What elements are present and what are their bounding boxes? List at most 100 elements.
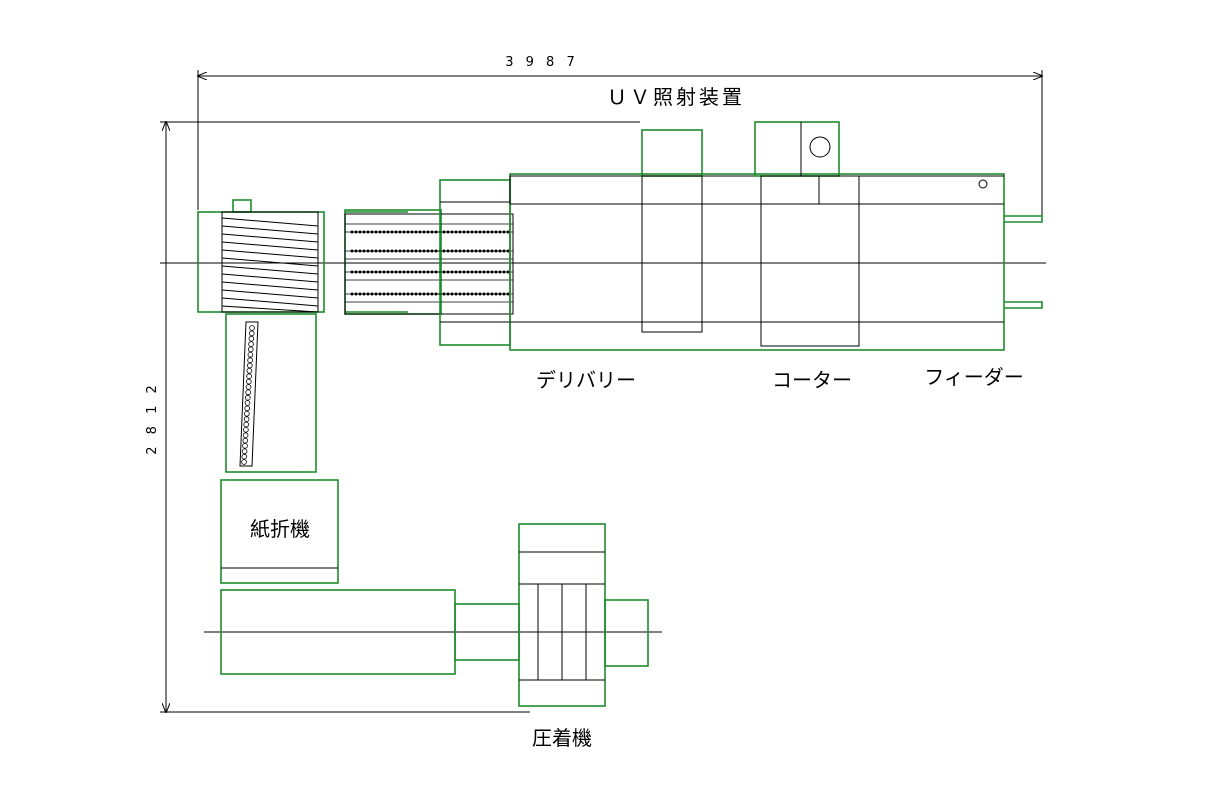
roller (378, 230, 382, 234)
roller (490, 292, 494, 296)
roller (362, 270, 366, 274)
roller (474, 292, 478, 296)
roller (390, 270, 394, 274)
roller (362, 292, 366, 296)
roller (374, 270, 378, 274)
roller (410, 230, 414, 234)
roller (245, 384, 252, 390)
roller (241, 459, 247, 465)
roller (402, 292, 406, 296)
roller (410, 292, 414, 296)
roller (398, 230, 402, 234)
uv-irradiation-unit (641, 129, 703, 333)
roller (370, 270, 374, 274)
roller (394, 270, 398, 274)
roller (458, 270, 462, 274)
press-label: 圧着機 (532, 726, 592, 750)
roller (486, 292, 490, 296)
roller (350, 249, 354, 253)
roller (434, 249, 438, 253)
roller (462, 270, 466, 274)
roller (350, 292, 354, 296)
roller (478, 292, 482, 296)
roller (242, 432, 249, 439)
roller (382, 230, 386, 234)
roller (426, 292, 430, 296)
roller (502, 230, 506, 234)
roller (490, 249, 494, 253)
roller (446, 249, 450, 253)
roller (418, 249, 422, 253)
roller (498, 249, 502, 253)
roller (402, 230, 406, 234)
roller (498, 270, 502, 274)
roller (410, 270, 414, 274)
roller (249, 325, 255, 331)
roller (370, 292, 374, 296)
roller (494, 292, 498, 296)
height-dimension-label: 2 8 1 2 (145, 381, 160, 454)
roller (366, 230, 370, 234)
coater-unit (754, 121, 860, 347)
roller (378, 270, 382, 274)
roller (245, 394, 251, 401)
roller (458, 230, 462, 234)
roller (246, 378, 252, 385)
roller (406, 249, 410, 253)
roller (478, 230, 482, 234)
roller (442, 270, 446, 274)
roller (446, 230, 450, 234)
roller (446, 270, 450, 274)
roller (247, 362, 253, 369)
vertical-conveyor (225, 313, 317, 473)
stack-unit (197, 199, 325, 313)
roller (482, 292, 486, 296)
roller (506, 292, 510, 296)
roller (470, 230, 474, 234)
roller (241, 448, 248, 455)
roller (426, 249, 430, 253)
roller (466, 292, 470, 296)
roller (466, 270, 470, 274)
roller (450, 270, 454, 274)
roller (414, 249, 418, 253)
roller (498, 230, 502, 234)
roller (394, 249, 398, 253)
roller (247, 357, 253, 364)
roller (470, 249, 474, 253)
roller (482, 230, 486, 234)
roller (402, 249, 406, 253)
roller (243, 416, 250, 422)
roller (502, 292, 506, 296)
roller (378, 249, 382, 253)
roller (386, 270, 390, 274)
roller (506, 249, 510, 253)
roller (466, 230, 470, 234)
roller (422, 270, 426, 274)
roller (374, 249, 378, 253)
roller (498, 292, 502, 296)
feeder-sensor-icon (978, 179, 988, 189)
roller (374, 230, 378, 234)
roller (442, 230, 446, 234)
coater-label: コーター (772, 368, 852, 392)
roller (430, 249, 434, 253)
folder-label: 紙折機 (250, 517, 310, 541)
roller (366, 292, 370, 296)
roller (454, 292, 458, 296)
roller (386, 292, 390, 296)
roller (454, 270, 458, 274)
roller (358, 270, 362, 274)
roller (390, 249, 394, 253)
roller (474, 270, 478, 274)
roller (394, 292, 398, 296)
roller (245, 389, 252, 396)
horizontal-conveyor-rollers (345, 223, 513, 303)
roller (354, 249, 358, 253)
roller (426, 230, 430, 234)
roller (486, 230, 490, 234)
roller (470, 270, 474, 274)
roller (410, 249, 414, 253)
roller (366, 270, 370, 274)
roller (247, 351, 254, 358)
